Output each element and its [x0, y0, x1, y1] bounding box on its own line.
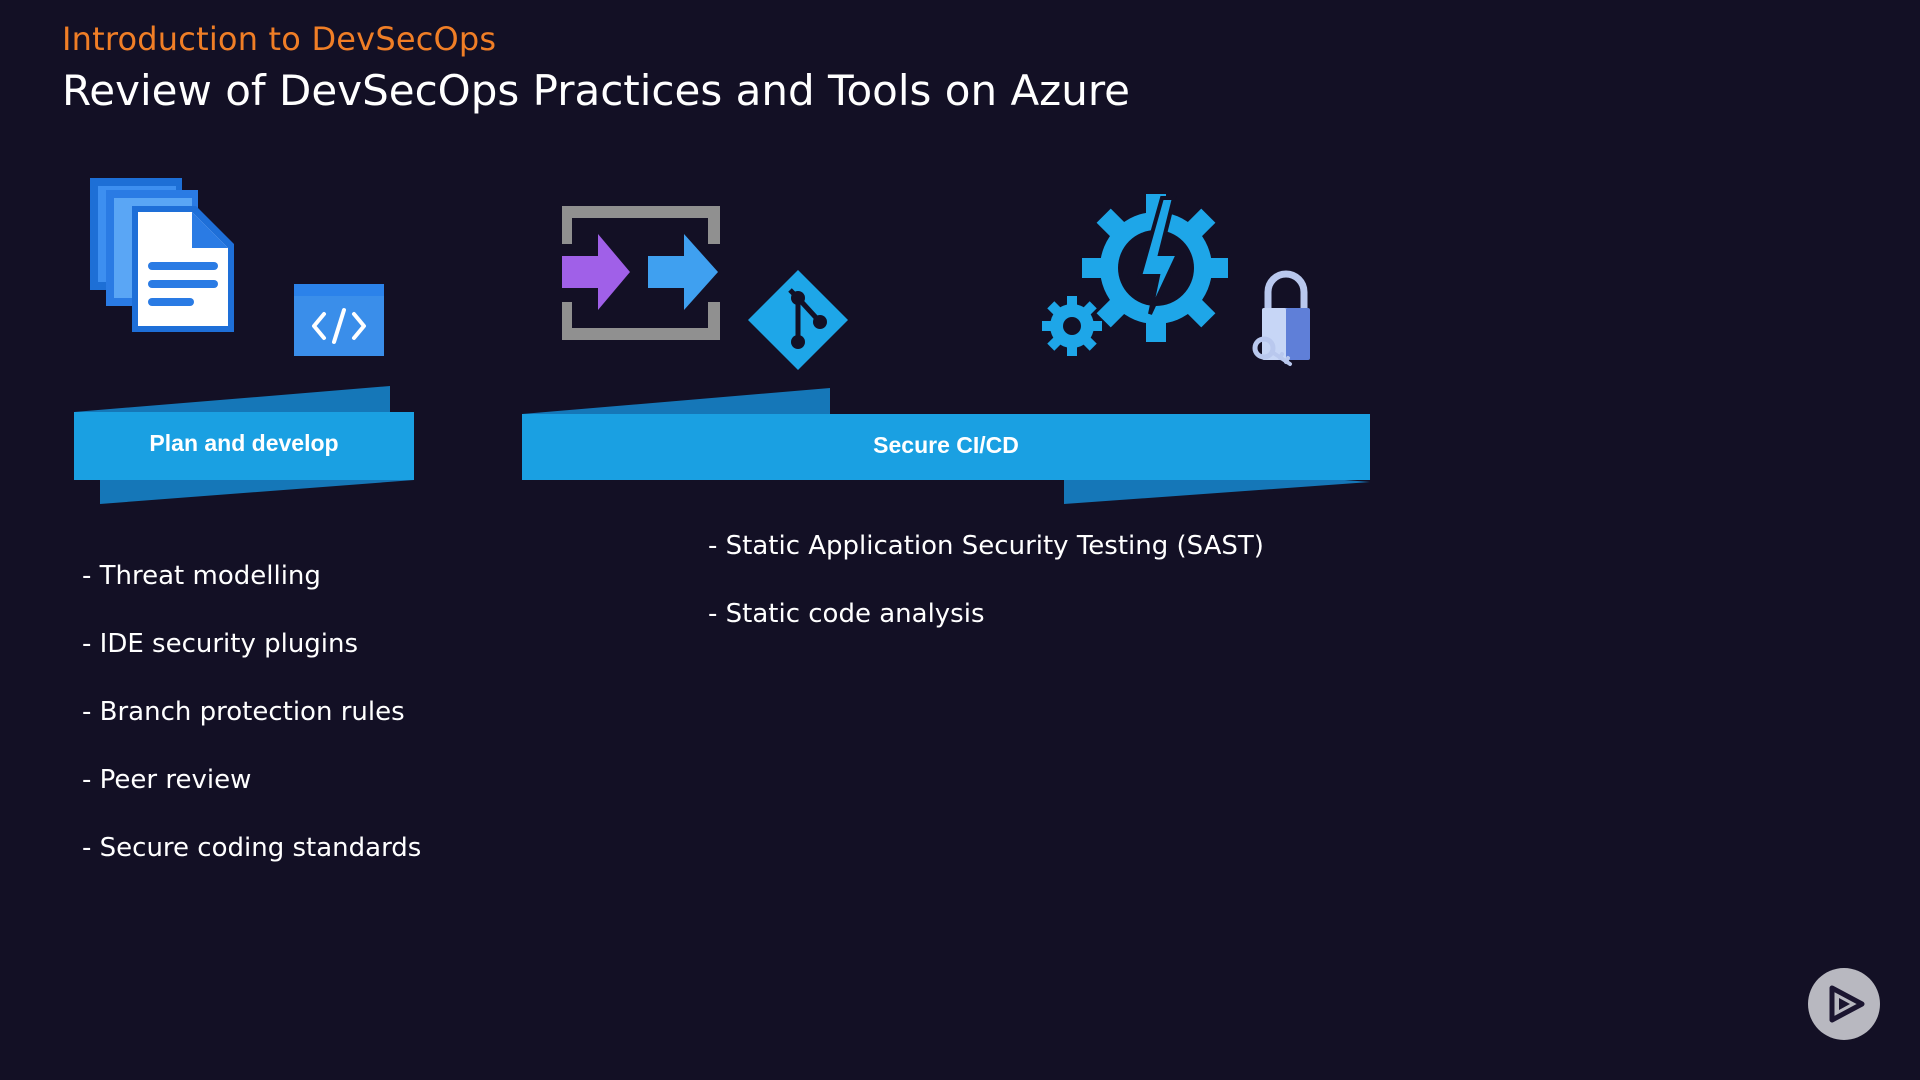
stage-label-secure-cicd: Secure CI/CD	[873, 432, 1019, 458]
play-icon	[1829, 985, 1865, 1023]
list-item: - Peer review	[82, 765, 252, 795]
stage-banner-secure-cicd	[522, 388, 1370, 504]
list-item: - Static code analysis	[708, 599, 985, 629]
list-item: - Secure coding standards	[82, 833, 422, 863]
list-item: - IDE security plugins	[82, 629, 359, 659]
padlock-key-icon	[1252, 270, 1310, 366]
secure-cicd-list: - Static Application Security Testing (S…	[708, 528, 1264, 664]
stage-label-plan-develop: Plan and develop	[149, 430, 339, 456]
list-item: - Branch protection rules	[82, 697, 405, 727]
stage-banner-plan-develop	[74, 386, 414, 504]
list-item: - Threat modelling	[82, 561, 321, 591]
pipelines-icon	[562, 206, 720, 340]
list-item: - Static Application Security Testing (S…	[708, 531, 1264, 561]
code-window-icon	[294, 284, 384, 356]
play-button[interactable]	[1808, 968, 1880, 1040]
course-title: Introduction to DevSecOps	[62, 20, 497, 58]
gear-lightning-icon	[1042, 194, 1228, 356]
plan-develop-list: - Threat modelling - IDE security plugin…	[82, 558, 421, 898]
documents-icon	[90, 178, 234, 332]
git-icon	[748, 270, 848, 370]
slide-title: Review of DevSecOps Practices and Tools …	[62, 66, 1131, 115]
